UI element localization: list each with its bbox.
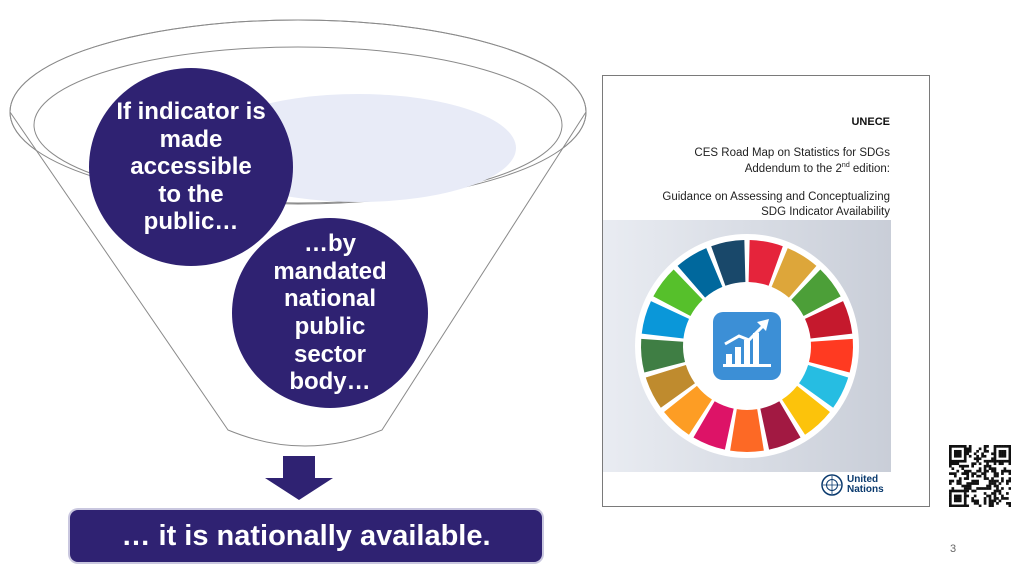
sdg-wheel-segment <box>693 401 734 450</box>
condition-circle-accessible: If indicator is made accessible to the p… <box>89 68 293 266</box>
cover-image-band <box>603 220 891 472</box>
sdg-wheel-segment <box>711 240 746 286</box>
un-emblem-icon <box>821 474 843 496</box>
sdg-wheel-segment <box>641 301 690 339</box>
cover-title: CES Road Map on Statistics for SDGs Adde… <box>603 146 890 177</box>
cover-subtitle: Guidance on Assessing and Conceptualizin… <box>603 190 890 220</box>
qr-code[interactable] <box>949 445 1011 507</box>
sdg-wheel-segment <box>804 301 853 339</box>
page-number: 3 <box>950 543 957 555</box>
result-text: … it is nationally available. <box>121 519 491 552</box>
cover-subtitle-line1: Guidance on Assessing and Conceptualizin… <box>662 191 890 203</box>
sdg-wheel-segment <box>808 338 853 373</box>
cover-org-label: UNECE <box>851 116 890 128</box>
sdg-wheel-segment <box>782 385 830 435</box>
cover-title-line1: CES Road Map on Statistics for SDGs <box>694 147 890 159</box>
sdg-wheel-segment <box>771 248 817 298</box>
cover-subtitle-line2: SDG Indicator Availability <box>761 205 890 218</box>
sdg-wheel-segment <box>641 338 686 373</box>
un-logo: United Nations <box>821 474 884 496</box>
sdg-wheel-segment <box>791 269 841 317</box>
chart-growth-icon <box>713 312 781 380</box>
document-cover[interactable]: UNECE CES Road Map on Statistics for SDG… <box>602 75 930 507</box>
condition-mandated-text: …by mandated national public sector body… <box>273 230 387 396</box>
sdg-wheel-segment <box>748 240 783 286</box>
sdg-wheel-segment <box>799 365 849 408</box>
cover-title-line2: Addendum to the 2nd edition: <box>744 161 890 175</box>
un-logo-text: United Nations <box>847 473 884 495</box>
condition-circle-mandated: …by mandated national public sector body… <box>232 218 428 408</box>
sdg-wheel-segment <box>677 248 723 298</box>
sdg-wheel-segment <box>653 269 703 317</box>
sdg-wheel-segment <box>760 401 801 450</box>
down-arrow-icon <box>265 456 333 500</box>
condition-accessible-text: If indicator is made accessible to the p… <box>116 98 266 236</box>
sdg-wheel-segment <box>645 365 695 408</box>
result-box: … it is nationally available. <box>70 510 542 562</box>
sdg-wheel-segment <box>664 385 712 435</box>
sdg-wheel-segment <box>730 409 764 452</box>
sdg-wheel <box>635 234 859 458</box>
